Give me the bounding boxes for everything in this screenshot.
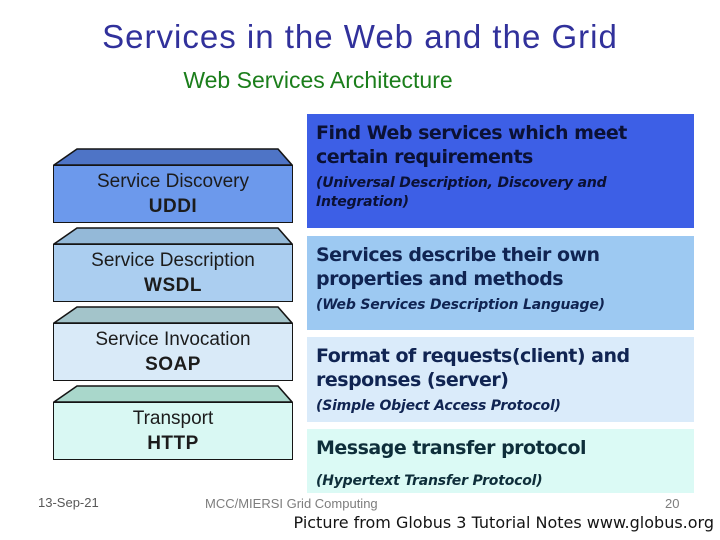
layer-protocol: WSDL <box>144 275 202 296</box>
layer-name: Service Description <box>91 249 255 271</box>
stack-layer-service-invocation: Service Invocation SOAP <box>53 306 295 381</box>
layer-front-face: Service Invocation SOAP <box>53 323 293 381</box>
slide-subtitle: Web Services Architecture <box>183 67 453 93</box>
layer-name: Transport <box>132 407 214 429</box>
footer-page-number: 20 <box>665 496 680 511</box>
layer-top-polygon <box>53 227 293 245</box>
note-service-description: Services describe their own properties a… <box>307 236 694 330</box>
note-detail: (Hypertext Transfer Protocol) <box>316 473 543 489</box>
layer-name: Service Invocation <box>95 328 251 350</box>
layer-front-face: Transport HTTP <box>53 402 293 460</box>
layer-top-face <box>53 227 293 245</box>
note-detail: (Universal Description, Discovery and In… <box>316 175 607 210</box>
layer-protocol: HTTP <box>147 433 199 454</box>
note-service-discovery: Find Web services which meet certain req… <box>307 114 694 228</box>
stack-layer-service-discovery: Service Discovery UDDI <box>53 148 295 223</box>
architecture-stack-diagram: Service Discovery UDDI Service Descripti… <box>53 148 295 464</box>
note-service-invocation: Format of requests(client) and responses… <box>307 337 694 422</box>
layer-top-face <box>53 148 293 166</box>
note-heading: Message transfer protocol <box>316 437 587 459</box>
layer-name: Service Discovery <box>96 170 250 192</box>
layer-top-polygon <box>53 148 293 166</box>
footer-course-name: MCC/MIERSI Grid Computing <box>205 496 378 511</box>
note-heading: Services describe their own properties a… <box>316 244 600 290</box>
note-transport: Message transfer protocol (Hypertext Tra… <box>307 429 694 493</box>
layer-top-polygon <box>53 385 293 403</box>
layer-protocol: SOAP <box>145 354 201 375</box>
note-detail: (Simple Object Access Protocol) <box>316 398 561 414</box>
layer-top-face <box>53 306 293 324</box>
layer-protocol: UDDI <box>148 196 198 217</box>
slide-title: Services in the Web and the Grid <box>102 18 618 55</box>
stack-layer-service-description: Service Description WSDL <box>53 227 295 302</box>
footer-date: 13-Sep-21 <box>38 495 99 510</box>
note-heading: Format of requests(client) and responses… <box>316 345 630 391</box>
layer-front-face: Service Discovery UDDI <box>53 165 293 223</box>
layer-front-face: Service Description WSDL <box>53 244 293 302</box>
picture-credit-caption: Picture from Globus 3 Tutorial Notes www… <box>293 513 714 532</box>
note-heading: Find Web services which meet certain req… <box>316 122 627 168</box>
stack-layer-transport: Transport HTTP <box>53 385 295 460</box>
layer-top-face <box>53 385 293 403</box>
layer-top-polygon <box>53 306 293 324</box>
note-detail: (Web Services Description Language) <box>316 297 605 313</box>
